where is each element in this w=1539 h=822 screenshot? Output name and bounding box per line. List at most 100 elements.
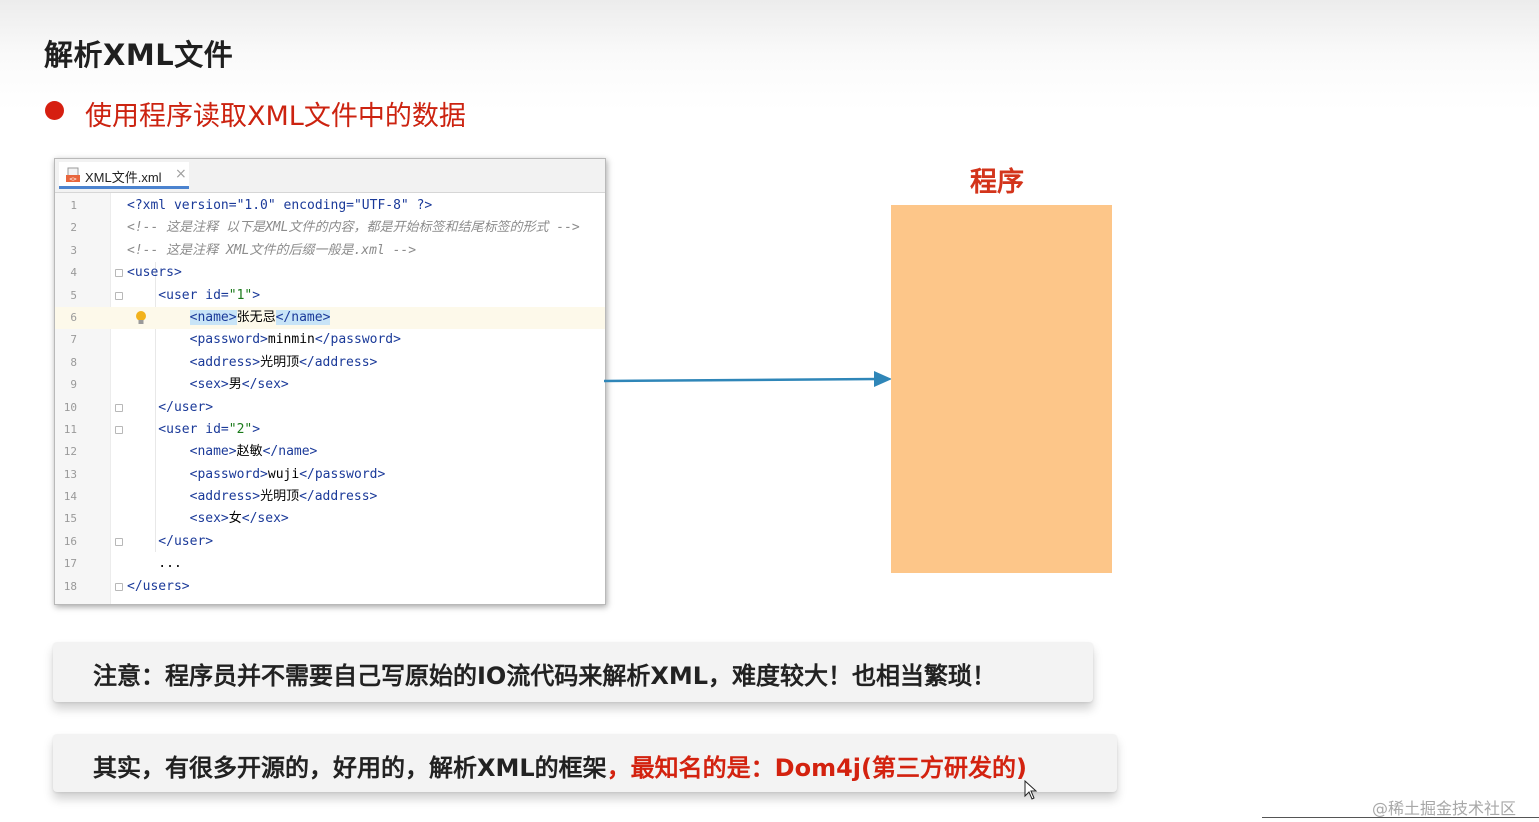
code-line[interactable]: 10 </user> (55, 397, 605, 419)
code-token: </name> (262, 444, 318, 460)
note-box-2: 其实，有很多开源的，好用的，解析XML的框架，最知名的是：Dom4j(第三方研发… (53, 734, 1117, 792)
code-text: <name>赵敏</name> (127, 441, 318, 463)
code-text: <address>光明顶</address> (127, 486, 378, 508)
lightbulb-icon[interactable] (135, 310, 147, 326)
code-token: <password> (127, 332, 268, 348)
line-number: 6 (70, 310, 77, 324)
fold-marker-icon[interactable] (115, 425, 123, 434)
code-token: <user (127, 421, 206, 437)
code-text: <password>wuji</password> (127, 464, 386, 486)
code-text: </user> (127, 397, 213, 419)
code-line[interactable]: 8 <address>光明顶</address> (55, 352, 605, 374)
editor-tab-xml-file[interactable]: <> XML文件.xml × (59, 162, 189, 189)
program-box (891, 205, 1112, 573)
line-number: 4 (70, 266, 77, 280)
code-line[interactable]: 17 ... (55, 553, 605, 575)
line-number: 11 (63, 422, 77, 436)
note-text-2-plain: 其实，有很多开源的，好用的，解析XML的框架 (93, 754, 607, 782)
code-text: <name>张无忌</name> (127, 307, 331, 329)
code-line[interactable]: 7 <password>minmin</password> (55, 329, 605, 351)
xml-file-icon: <> (66, 167, 80, 183)
code-editor: <> XML文件.xml × 1 <?xml version="1.0" enco… (54, 158, 606, 605)
code-line[interactable]: 15 <sex>女</sex> (55, 508, 605, 530)
note-text-2-highlight: ，最知名的是：Dom4j(第三方研发的) (606, 754, 1027, 782)
code-line[interactable]: 11 <user id="2"> (55, 419, 605, 441)
code-text: <password>minmin</password> (127, 329, 401, 351)
code-token: 女 (228, 511, 242, 527)
code-token: </user> (127, 533, 214, 549)
code-text: <!-- 这是注释 以下是XML文件的内容，都是开始标签和结尾标签的形式 --> (127, 217, 580, 239)
code-token: 男 (228, 377, 242, 393)
code-token: <sex> (127, 377, 229, 393)
code-text: <user id="2"> (127, 419, 260, 441)
code-line[interactable]: 9 <sex>男</sex> (55, 374, 605, 396)
code-token: 张无忌 (236, 309, 276, 325)
code-token: </address> (299, 489, 378, 505)
code-line[interactable]: 3 <!-- 这是注释 XML文件的后缀一般是.xml --> (55, 240, 605, 262)
code-token: <!-- 这是注释 XML文件的后缀一般是.xml --> (127, 242, 417, 258)
code-token (127, 310, 190, 325)
line-number: 18 (63, 579, 77, 593)
code-line[interactable]: 6 <name>张无忌</name> (55, 306, 605, 330)
code-token: </password> (299, 466, 386, 482)
fold-marker-icon[interactable] (115, 291, 123, 300)
code-line[interactable]: 4 <users> (55, 262, 605, 284)
line-number: 9 (70, 378, 77, 392)
code-token: > (252, 421, 261, 437)
code-line[interactable]: 1 <?xml version="1.0" encoding="UTF-8" ?> (55, 195, 605, 217)
code-text: <user id="1"> (127, 285, 260, 307)
code-token: </user> (127, 399, 214, 415)
code-text: ... (127, 553, 182, 575)
fold-marker-icon[interactable] (115, 403, 123, 412)
code-token: </password> (314, 332, 401, 348)
code-line[interactable]: 14 <address>光明顶</address> (55, 486, 605, 508)
fold-marker-icon[interactable] (115, 537, 123, 546)
divider (1262, 817, 1539, 818)
bullet-dot (45, 101, 64, 120)
indent-guide (155, 262, 156, 552)
code-line[interactable]: 16 </user> (55, 531, 605, 553)
code-token: <name> (127, 444, 237, 460)
fold-marker-icon[interactable] (115, 269, 123, 278)
code-text: <?xml version="1.0" encoding="UTF-8" ?> (127, 195, 432, 217)
line-number: 14 (63, 490, 77, 504)
line-number: 15 (63, 512, 77, 526)
code-token: <address> (127, 354, 261, 370)
code-token: <users> (127, 265, 182, 281)
note-text-1: 注意：程序员并不需要自己写原始的IO流代码来解析XML，难度较大！也相当繁琐！ (93, 662, 997, 690)
code-line[interactable]: 18 </users> (55, 576, 605, 598)
code-area[interactable]: 1 <?xml version="1.0" encoding="UTF-8" ?>… (55, 195, 605, 598)
note-box-1: 注意：程序员并不需要自己写原始的IO流代码来解析XML，难度较大！也相当繁琐！ (53, 642, 1093, 702)
code-line[interactable]: 13 <password>wuji</password> (55, 464, 605, 486)
line-number: 17 (63, 557, 77, 571)
line-number: 3 (70, 243, 77, 257)
code-token: id= (205, 287, 229, 303)
code-token: <!-- 这是注释 以下是XML文件的内容，都是开始标签和结尾标签的形式 --> (127, 220, 580, 236)
bullet-text: 使用程序读取XML文件中的数据 (85, 101, 466, 132)
line-number: 8 (70, 355, 77, 369)
code-line[interactable]: 2 <!-- 这是注释 以下是XML文件的内容，都是开始标签和结尾标签的形式 --… (55, 217, 605, 239)
note-text-2: 其实，有很多开源的，好用的，解析XML的框架，最知名的是：Dom4j(第三方研发… (93, 748, 1027, 783)
code-token: 光明顶 (260, 489, 300, 505)
code-line[interactable]: 12 <name>赵敏</name> (55, 441, 605, 463)
code-token: id= (205, 421, 229, 437)
fold-marker-icon[interactable] (115, 582, 123, 591)
code-text: </user> (127, 531, 213, 553)
code-token: > (252, 287, 261, 303)
code-token: <password> (127, 466, 268, 482)
slide-title: 解析XML文件 (44, 38, 234, 72)
code-line[interactable]: 5 <user id="1"> (55, 285, 605, 307)
line-number: 7 (70, 333, 77, 347)
code-token: </sex> (241, 511, 289, 527)
code-token: 赵敏 (236, 444, 263, 460)
line-number: 1 (70, 199, 77, 212)
line-number: 2 (70, 221, 77, 235)
editor-tab-bar: <> XML文件.xml × (55, 159, 605, 193)
code-text: <sex>女</sex> (127, 508, 289, 530)
code-text: </users> (127, 576, 190, 598)
code-token: </name> (275, 309, 331, 325)
close-icon[interactable]: × (175, 166, 187, 182)
code-text: <address>光明顶</address> (127, 352, 378, 374)
editor-tab-label: XML文件.xml (85, 170, 162, 185)
line-number: 10 (63, 400, 77, 414)
